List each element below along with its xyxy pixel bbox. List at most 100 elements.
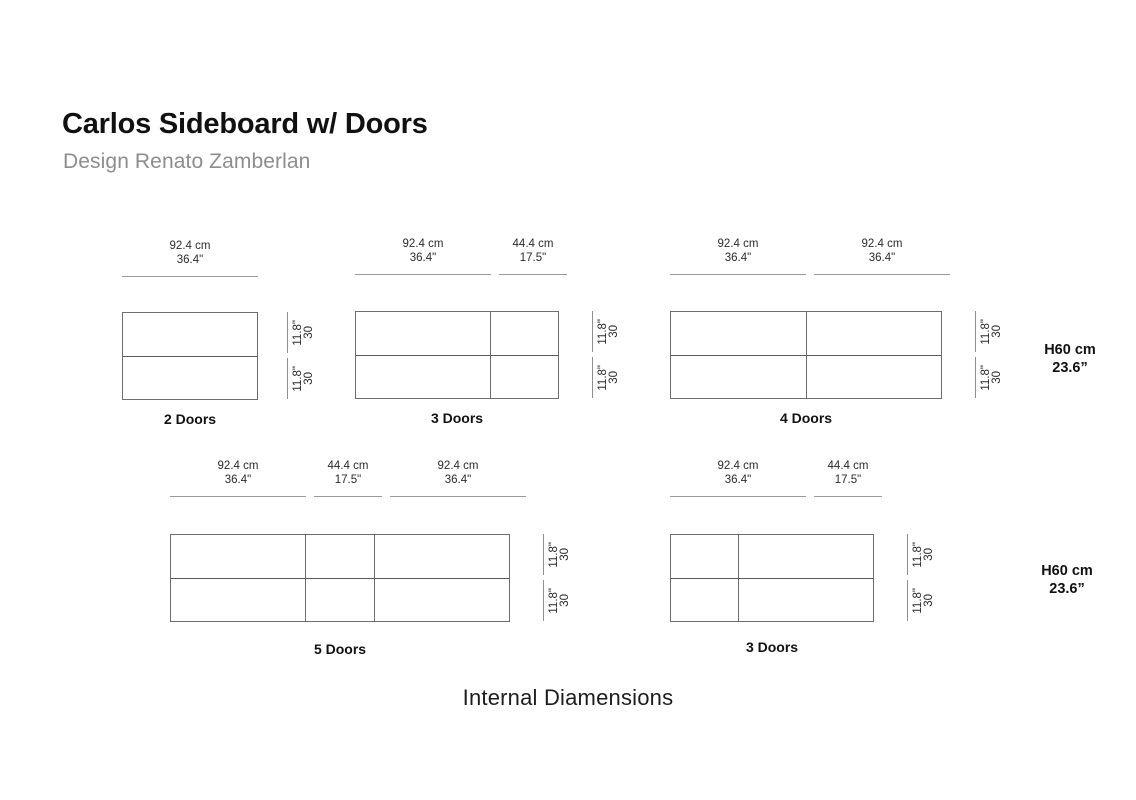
top-dimension-row: 92.4 cm 36.4" 44.4 cm 17.5" 92.4 cm 36.4… [170,460,526,497]
side-dimension: 11.8" 30 [287,312,315,353]
cabinet-row [671,312,941,355]
door-count-label: 3 Doors [745,639,799,655]
top-dimension: 92.4 cm 36.4" [670,460,806,497]
dimension-cm: 30 [923,548,935,561]
top-dimension-row: 92.4 cm 36.4" 44.4 cm 17.5" [355,238,567,275]
page-subtitle: Design Renato Zamberlan [63,150,311,173]
cabinet-cell[interactable] [671,578,738,621]
cabinet-cell[interactable] [671,355,806,398]
height-label-top: H60 cm 23.6” [1015,341,1125,377]
cabinet-5-doors[interactable] [170,534,510,622]
side-dimension: 11.8" 30 [287,358,315,399]
dimension-cm: 44.4 cm [827,460,869,472]
top-dimension: 92.4 cm 36.4" [814,238,950,275]
side-dimension-stack: 11.8" 30 11.8" 30 [907,534,935,622]
cabinet-row [671,535,873,578]
dimension-cm: 44.4 cm [327,460,369,472]
door-count-label: 5 Doors [313,641,367,657]
dimension-cm: 30 [608,371,620,384]
door-count-label: 2 Doors [163,411,217,427]
cabinet-cell[interactable] [738,578,873,621]
cabinet-cell[interactable] [671,535,738,578]
cabinet-cell[interactable] [305,578,374,621]
dimension-inch: 36.4" [409,251,437,264]
side-dimension: 11.8" 30 [975,357,1003,398]
dimension-cm: 92.4 cm [402,238,444,250]
cabinet-cell[interactable] [490,355,558,398]
side-dimension: 11.8" 30 [975,311,1003,352]
top-dimension-row: 92.4 cm 36.4" [122,240,258,277]
dimension-cm: 30 [303,372,315,385]
dimension-cm: 30 [559,548,571,561]
dimension-inch: 36.4" [724,251,752,264]
dimension-cm: 30 [923,594,935,607]
cabinet-cell[interactable] [805,312,941,355]
dimension-cm: 92.4 cm [437,460,479,472]
top-dimension-row: 92.4 cm 36.4" 92.4 cm 36.4" [670,238,950,275]
height-cm: H60 cm [1041,563,1093,579]
top-dimension: 92.4 cm 36.4" [170,460,306,497]
cabinet-cell[interactable] [356,312,490,355]
height-inch: 23.6” [1049,581,1085,597]
cabinet-row [671,354,941,398]
dimension-cm: 30 [991,371,1003,384]
cabinet-row [356,312,558,355]
cabinet-cell[interactable] [805,355,941,398]
dimension-inch: 17.5" [519,251,547,264]
top-dimension: 92.4 cm 36.4" [122,240,258,277]
door-count-label: 3 Doors [430,410,484,426]
dimension-inch: 36.4" [224,473,252,486]
dimension-cm: 92.4 cm [717,460,759,472]
top-dimension: 44.4 cm 17.5" [499,238,567,275]
dimension-inch: 17.5" [834,473,862,486]
dimension-cm: 30 [303,326,315,339]
cabinet-row [123,355,257,399]
side-dimension: 11.8" 30 [907,534,935,575]
door-count-label: 4 Doors [779,410,833,426]
cabinet-cell[interactable] [123,313,257,356]
cabinet-4-doors[interactable] [670,311,942,399]
dimension-inch: 36.4" [724,473,752,486]
dimension-cm: 92.4 cm [861,238,903,250]
side-dimension: 11.8" 30 [592,311,620,352]
side-dimension: 11.8" 30 [907,580,935,621]
cabinet-cell[interactable] [373,535,510,578]
dimension-cm: 44.4 cm [512,238,554,250]
dimension-cm: 92.4 cm [217,460,259,472]
cabinet-cell[interactable] [171,578,306,621]
cabinet-cell[interactable] [123,356,257,399]
cabinet-row [171,535,510,578]
side-dimension: 11.8" 30 [543,580,571,621]
cabinet-3-doors-bottom[interactable] [670,534,874,622]
side-dimension-stack: 11.8" 30 11.8" 30 [543,534,571,622]
top-dimension: 44.4 cm 17.5" [314,460,382,497]
side-dimension-stack: 11.8" 30 11.8" 30 [287,312,315,400]
side-dimension: 11.8" 30 [592,357,620,398]
dimension-inch: 36.4" [868,251,896,264]
top-dimension: 92.4 cm 36.4" [670,238,806,275]
cabinet-cell[interactable] [373,578,510,621]
cabinet-cell[interactable] [356,355,490,398]
height-label-bottom: H60 cm 23.6” [1012,562,1122,598]
top-dimension: 92.4 cm 36.4" [390,460,526,497]
dimension-cm: 30 [559,594,571,607]
dimension-cm: 30 [991,325,1003,338]
height-cm: H60 cm [1044,342,1096,358]
cabinet-3-doors-top[interactable] [355,311,559,399]
top-dimension-row: 92.4 cm 36.4" 44.4 cm 17.5" [670,460,882,497]
dimension-inch: 36.4" [444,473,472,486]
cabinet-cell[interactable] [738,535,873,578]
side-dimension-stack: 11.8" 30 11.8" 30 [592,311,620,399]
page-title: Carlos Sideboard w/ Doors [62,108,428,140]
cabinet-row [123,313,257,356]
cabinet-row [671,577,873,621]
cabinet-2-doors[interactable] [122,312,258,400]
cabinet-cell[interactable] [171,535,306,578]
cabinet-cell[interactable] [305,535,374,578]
dimension-cm: 92.4 cm [717,238,759,250]
cabinet-cell[interactable] [490,312,558,355]
footer-caption: Internal Diamensions [462,685,674,710]
cabinet-cell[interactable] [671,312,806,355]
height-inch: 23.6” [1052,360,1088,376]
